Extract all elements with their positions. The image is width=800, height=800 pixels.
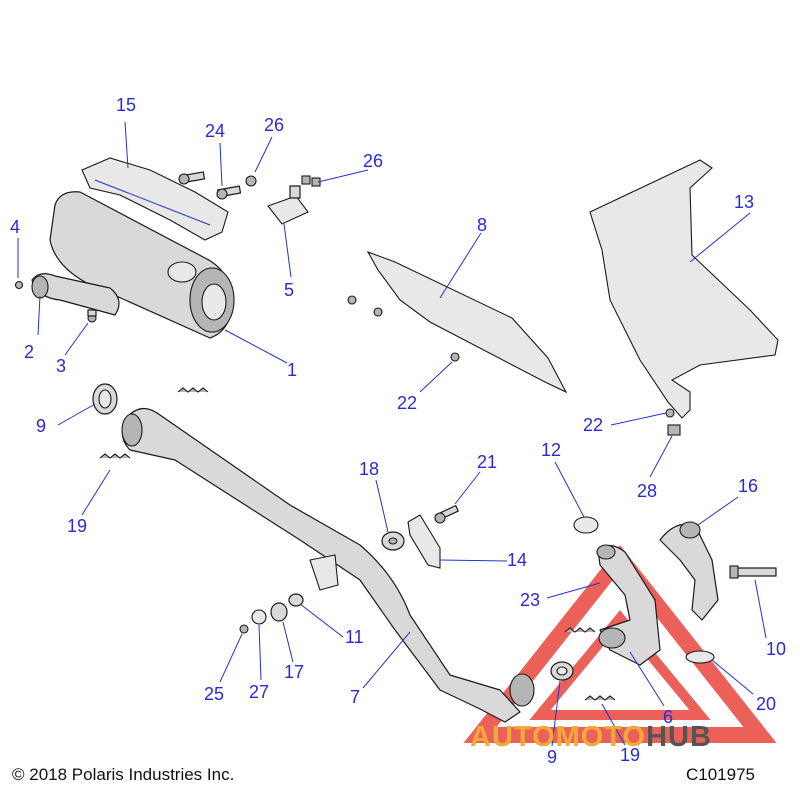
figure-code: C101975 (686, 765, 756, 784)
callout-23: 23 (520, 590, 541, 610)
part-20-clamp (685, 650, 715, 664)
part-2-muffler-inlet-pipe (31, 273, 120, 316)
watermark-brand: AUTOMOTOHUB (470, 722, 712, 752)
part-5-bracket (267, 185, 309, 225)
part-25-nut (239, 624, 249, 634)
callout-14: 14 (507, 550, 528, 570)
callout-19-bottom: 19 (620, 745, 641, 765)
part-19-spring-top (177, 387, 209, 393)
part-19-spring-upper-left (99, 453, 131, 459)
part-17-grommet (270, 602, 288, 622)
callout-5: 5 (284, 280, 295, 300)
callout-25: 25 (204, 684, 225, 704)
callout-22-left: 22 (397, 393, 418, 413)
leader-lines (17, 121, 767, 747)
part-12-gasket (573, 516, 599, 534)
part-11-spacer (288, 593, 304, 607)
callout-4: 4 (10, 217, 21, 237)
watermark-logo (463, 545, 777, 743)
part-14-bracket (407, 514, 441, 569)
callout-3: 3 (56, 356, 67, 376)
watermark-brand-part1: AUTOMOTO (470, 721, 647, 753)
callout-18: 18 (359, 459, 380, 479)
copyright-notice: © 2018 Polaris Industries Inc. (12, 765, 235, 784)
callout-8: 8 (477, 215, 488, 235)
callout-22-right: 22 (583, 415, 604, 435)
part-7-header-pipe (121, 408, 535, 723)
part-28-clip (667, 424, 681, 436)
callout-6: 6 (663, 707, 674, 727)
callout-2: 2 (24, 342, 35, 362)
part-24-bolts (178, 171, 242, 200)
callout-7: 7 (350, 687, 361, 707)
part-15-muffler-heat-shield (81, 157, 229, 241)
part-16-exhaust-pipe (659, 521, 719, 621)
part-19-spring-bottom (584, 695, 616, 701)
part-26-clips (301, 175, 321, 187)
part-18-grommet (381, 531, 405, 551)
part-21-bolt (434, 505, 459, 524)
callout-9-lower: 9 (547, 747, 558, 767)
part-19-spring-right (564, 627, 596, 633)
callout-13: 13 (734, 192, 755, 212)
part-4-nut (14, 280, 24, 290)
callout-19-left: 19 (67, 516, 88, 536)
part-9-gasket-upper (92, 383, 118, 415)
callout-28: 28 (637, 481, 658, 501)
part-10-oxygen-sensor (729, 565, 777, 579)
callout-10: 10 (766, 639, 787, 659)
callout-11: 11 (345, 627, 364, 647)
callout-17: 17 (284, 662, 305, 682)
part-22-bolt-lower (665, 408, 675, 418)
callout-26-upper-left: 26 (264, 115, 285, 135)
part-9-gasket-lower (550, 661, 574, 681)
part-22-bolt-upper (450, 352, 460, 362)
part-8-heat-shield-plate (347, 250, 568, 394)
callout-15: 15 (116, 95, 137, 115)
part-27-washer (251, 609, 267, 625)
callout-20: 20 (756, 694, 777, 714)
part-1-muffler (49, 191, 235, 339)
watermark-brand-part2: HUB (646, 721, 712, 753)
callout-16: 16 (738, 476, 759, 496)
part-6-exhaust-manifold (596, 544, 661, 666)
part-26-nut (245, 175, 257, 187)
callout-24: 24 (205, 121, 226, 141)
callout-27: 27 (249, 682, 270, 702)
callout-12: 12 (541, 440, 562, 460)
part-13-heat-shield (589, 159, 779, 419)
callout-1: 1 (287, 360, 298, 380)
part-3-bolt (87, 309, 97, 323)
callout-26-upper-right: 26 (363, 151, 384, 171)
callout-9-upper: 9 (36, 416, 47, 436)
callout-21: 21 (477, 452, 498, 472)
